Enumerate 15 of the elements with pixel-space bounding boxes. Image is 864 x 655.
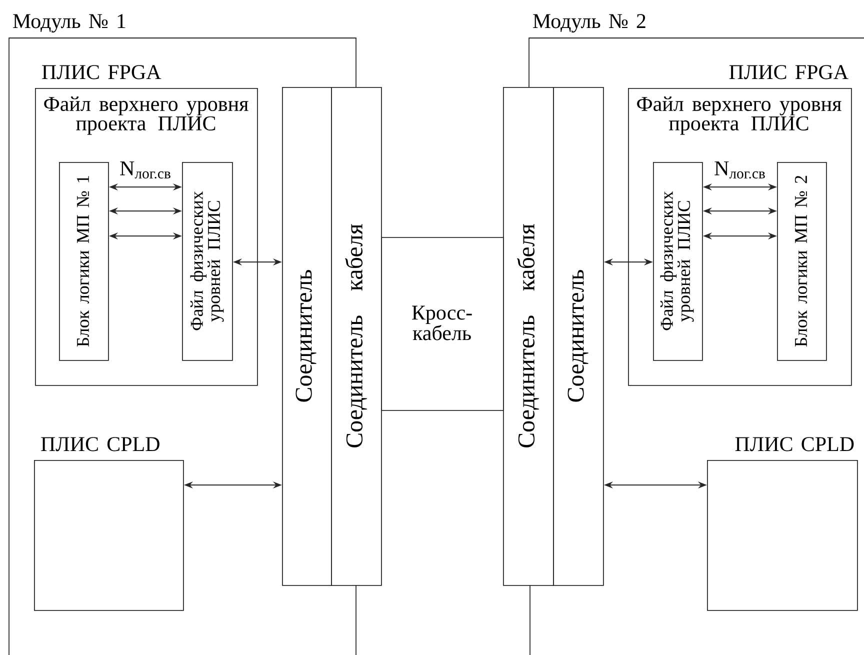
module-label: Модуль № 1 [13,14,126,33]
cable-box: Кросс- кабель [381,237,504,411]
connector-bar: Соединитель кабеля [331,87,382,586]
phy-file-block: Файл физических уровней ПЛИС [653,162,703,361]
phy-file-block: Файл физических уровней ПЛИС [182,162,233,361]
box-heading: ПЛИС FPGA [42,65,162,80]
logic-block: Блок логики МП № 2 [777,162,827,361]
box-heading: ПЛИС CPLD [41,437,160,452]
logic-block: Блок логики МП № 1 [59,162,109,361]
module-label: Модуль № 2 [533,14,646,33]
connector-bar: Соединитель кабеля [503,87,554,586]
box-heading: ПЛИС CPLD [735,437,854,452]
edge-label: N$_{лог.св}$ [714,161,765,179]
edge-label: N$_{лог.св}$ [120,161,170,179]
box-heading: ПЛИС FPGA [729,65,848,80]
